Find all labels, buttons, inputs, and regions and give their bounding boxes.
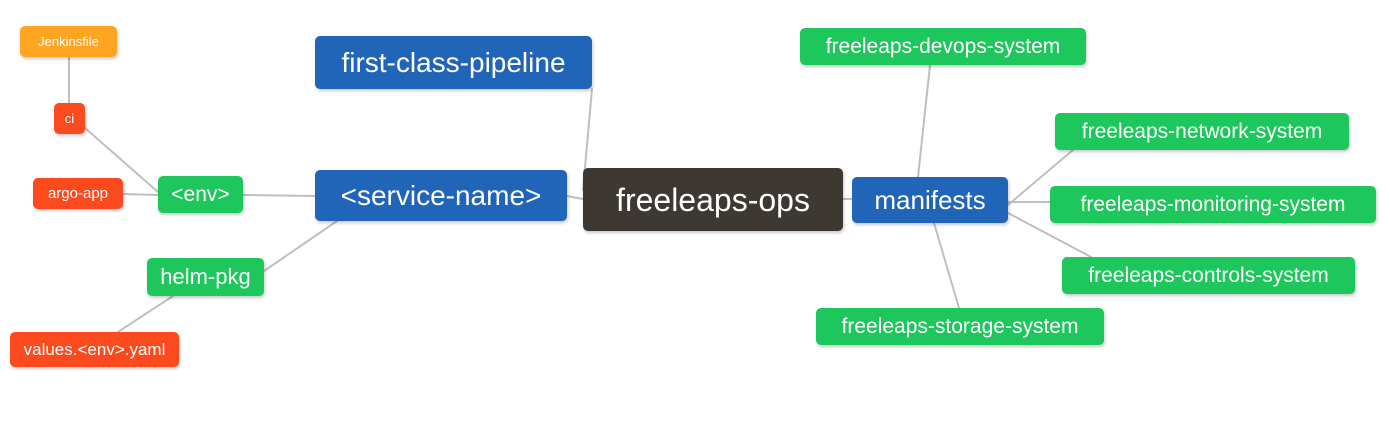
node-freeleaps-storage-system[interactable]: freeleaps-storage-system (816, 308, 1104, 345)
node-label-freeleaps-network-system: freeleaps-network-system (1081, 120, 1323, 143)
node-jenkinsfile[interactable]: Jenkinsfile (20, 26, 117, 57)
node-label-service-name: <service-name> (340, 179, 542, 211)
node-label-values-env-yaml: values.<env>.yaml (23, 340, 166, 359)
node-label-freeleaps-monitoring-system: freeleaps-monitoring-system (1080, 193, 1346, 216)
node-freeleaps-monitoring-system[interactable]: freeleaps-monitoring-system (1050, 186, 1376, 223)
node-label-first-class-pipeline: first-class-pipeline (341, 46, 566, 78)
node-freeleaps-ops[interactable]: freeleaps-ops (583, 168, 843, 231)
node-service-name[interactable]: <service-name> (315, 170, 567, 221)
node-label-env: <env> (171, 183, 230, 206)
node-values-env-yaml[interactable]: values.<env>.yaml (10, 332, 179, 367)
node-manifests[interactable]: manifests (852, 177, 1008, 223)
node-label-manifests: manifests (874, 185, 986, 215)
node-label-freeleaps-controls-system: freeleaps-controls-system (1088, 264, 1329, 287)
node-freeleaps-network-system[interactable]: freeleaps-network-system (1055, 113, 1349, 150)
node-env[interactable]: <env> (158, 176, 243, 213)
node-label-freeleaps-storage-system: freeleaps-storage-system (841, 315, 1079, 338)
node-first-class-pipeline[interactable]: first-class-pipeline (315, 36, 592, 89)
node-label-freeleaps-devops-system: freeleaps-devops-system (825, 35, 1061, 58)
node-helm-pkg[interactable]: helm-pkg (147, 258, 264, 296)
node-freeleaps-devops-system[interactable]: freeleaps-devops-system (800, 28, 1086, 65)
node-label-ci: ci (64, 111, 75, 126)
node-label-argo-app: argo-app (47, 185, 109, 202)
node-argo-app[interactable]: argo-app (33, 178, 123, 209)
node-freeleaps-controls-system[interactable]: freeleaps-controls-system (1062, 257, 1355, 294)
node-label-freeleaps-ops: freeleaps-ops (616, 181, 810, 218)
node-ci[interactable]: ci (54, 103, 85, 134)
node-label-jenkinsfile: Jenkinsfile (38, 34, 99, 49)
node-label-helm-pkg: helm-pkg (160, 264, 251, 289)
